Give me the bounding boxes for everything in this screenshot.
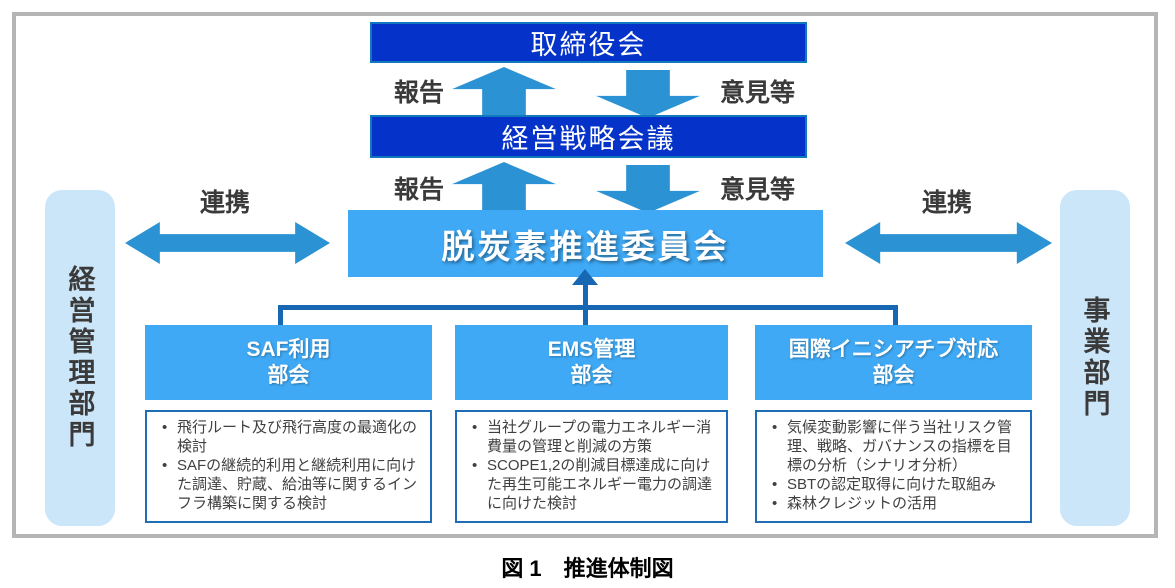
bullet-item: SCOPE1,2の削減目標達成に向けた再生可能エネルギー電力の調達に向けた検討 xyxy=(472,457,716,514)
opinions-label-1: 意見等 xyxy=(720,79,796,107)
bullet-item: 気候変動影響に伴う当社リスク管理、戦略、ガバナンスの指標を目標の分析（シナリオ分… xyxy=(772,419,1020,476)
opinions-label-2: 意見等 xyxy=(720,176,796,204)
business-division-panel: 事業部門 xyxy=(1060,190,1130,526)
subcommittee-saf-box: SAF利用 部会 xyxy=(145,325,432,400)
decarbonization-committee-box: 脱炭素推進委員会 xyxy=(348,210,823,277)
connector-up-arrow-icon xyxy=(572,269,598,285)
management-division-label: 経営管理部門 xyxy=(64,265,95,451)
connector-stub-right xyxy=(893,305,898,327)
connector-up-arrow-shaft xyxy=(583,283,588,307)
bullet-item: 当社グループの電力エネルギー消費量の管理と削減の方策 xyxy=(472,419,716,457)
subcommittee-ems-bullet-list: 当社グループの電力エネルギー消費量の管理と削減の方策SCOPE1,2の削減目標達… xyxy=(465,419,720,513)
report-label-2: 報告 xyxy=(394,176,445,204)
decarbonization-committee-label: 脱炭素推進委員会 xyxy=(441,227,730,265)
strategy-meeting-label: 経営戦略会議 xyxy=(501,124,676,154)
connector-stub-left xyxy=(278,305,283,327)
management-division-panel: 経営管理部門 xyxy=(45,190,115,526)
connector-stub-center xyxy=(583,305,588,327)
subcommittee-international-title-line1: 国際イニシアチブ対応 xyxy=(788,337,999,361)
board-of-directors-box: 取締役会 xyxy=(370,22,807,63)
subcommittee-international-bullet-list: 気候変動影響に伴う当社リスク管理、戦略、ガバナンスの指標を目標の分析（シナリオ分… xyxy=(765,419,1024,513)
business-division-label: 事業部門 xyxy=(1079,296,1110,420)
bullet-item: SBTの認定取得に向けた取組み xyxy=(772,476,1020,495)
bullet-item: 飛行ルート及び飛行高度の最適化の検討 xyxy=(162,419,420,457)
subcommittee-saf-title-line1: SAF利用 xyxy=(246,337,331,361)
subcommittee-ems-box: EMS管理 部会 xyxy=(455,325,728,400)
subcommittee-international-box: 国際イニシアチブ対応 部会 xyxy=(755,325,1032,400)
bullet-item: 森林クレジットの活用 xyxy=(772,495,1020,514)
cooperation-label-right: 連携 xyxy=(922,189,973,217)
subcommittee-ems-title-line2: 部会 xyxy=(570,363,613,387)
subcommittee-saf-title-line2: 部会 xyxy=(267,363,310,387)
connector-bracket-horizontal xyxy=(278,305,898,310)
report-label-1: 報告 xyxy=(394,79,445,107)
board-of-directors-label: 取締役会 xyxy=(530,30,647,60)
subcommittee-international-details-box: 気候変動影響に伴う当社リスク管理、戦略、ガバナンスの指標を目標の分析（シナリオ分… xyxy=(755,410,1032,523)
subcommittee-ems-title-line1: EMS管理 xyxy=(547,337,636,361)
cooperation-label-left: 連携 xyxy=(200,189,251,217)
figure-caption: 図 1 推進体制図 xyxy=(501,556,674,581)
bullet-item: SAFの継続的利用と継続利用に向けた調達、貯蔵、給油等に関するインフラ構築に関す… xyxy=(162,457,420,514)
subcommittee-ems-details-box: 当社グループの電力エネルギー消費量の管理と削減の方策SCOPE1,2の削減目標達… xyxy=(455,410,728,523)
subcommittee-international-title-line2: 部会 xyxy=(872,363,915,387)
subcommittee-saf-bullet-list: 飛行ルート及び飛行高度の最適化の検討SAFの継続的利用と継続利用に向けた調達、貯… xyxy=(155,419,424,513)
strategy-meeting-box: 経営戦略会議 xyxy=(370,115,807,158)
subcommittee-saf-details-box: 飛行ルート及び飛行高度の最適化の検討SAFの継続的利用と継続利用に向けた調達、貯… xyxy=(145,410,432,523)
